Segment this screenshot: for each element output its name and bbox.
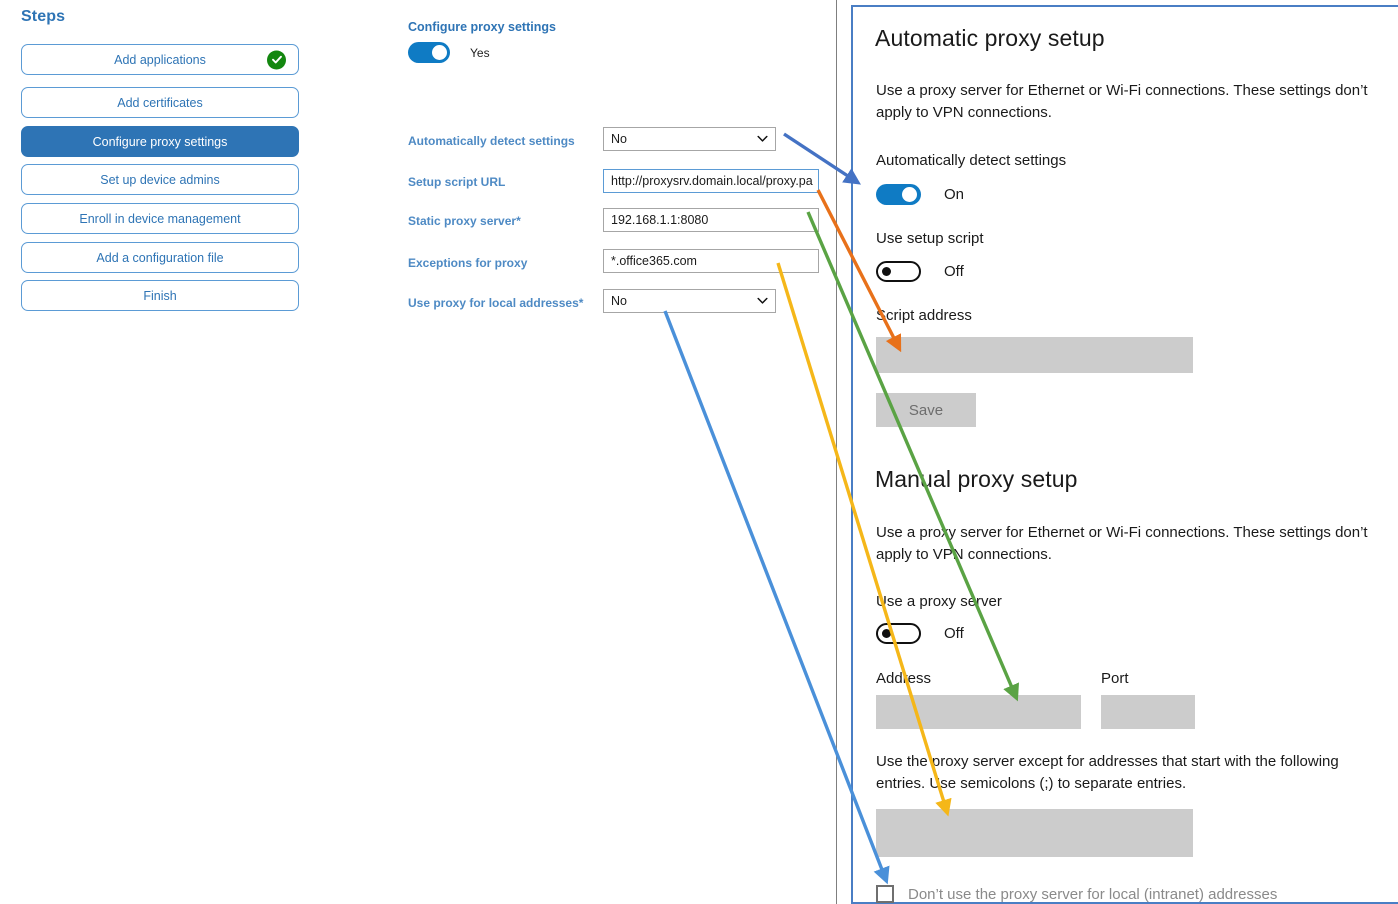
label-exceptions-for-proxy: Exceptions for proxy xyxy=(408,256,528,270)
form-title: Configure proxy settings xyxy=(408,20,556,34)
label-setup-script-url: Setup script URL xyxy=(408,175,506,189)
label-use-proxy-for-local-addresses: Use proxy for local addresses* xyxy=(408,296,584,310)
label-static-proxy-server: Static proxy server* xyxy=(408,214,521,228)
script-address-label: Script address xyxy=(876,307,972,324)
label-automatically-detect-settings: Automatically detect settings xyxy=(408,134,575,148)
chevron-down-icon xyxy=(757,134,768,145)
sidebar-item-configure-proxy-settings[interactable]: Configure proxy settings xyxy=(21,126,299,157)
use-a-proxy-server-toggle[interactable]: Off xyxy=(876,623,964,644)
sidebar-item-add-certificates[interactable]: Add certificates xyxy=(21,87,299,118)
input-value: *.office365.com xyxy=(611,254,697,268)
sidebar-item-label: Add certificates xyxy=(117,95,203,110)
sidebar-item-label: Set up device admins xyxy=(100,172,220,187)
select-use-proxy-for-local-addresses[interactable]: No xyxy=(603,289,776,313)
input-setup-script-url[interactable]: http://proxysrv.domain.local/proxy.pa xyxy=(603,169,819,193)
use-a-proxy-server-label: Use a proxy server xyxy=(876,593,1002,610)
automatic-proxy-setup-description: Use a proxy server for Ethernet or Wi-Fi… xyxy=(876,82,1368,121)
sidebar-item-label: Add applications xyxy=(114,52,206,67)
script-address-input[interactable] xyxy=(876,337,1193,373)
sidebar-item-set-up-device-admins[interactable]: Set up device admins xyxy=(21,164,299,195)
save-button[interactable]: Save xyxy=(876,393,976,427)
vertical-divider xyxy=(836,0,837,904)
exceptions-description: Use the proxy server except for addresse… xyxy=(876,753,1339,792)
toggle-state-label: Off xyxy=(944,263,964,280)
toggle-state-label: On xyxy=(944,186,965,203)
configure-proxy-toggle-value: Yes xyxy=(470,45,490,60)
manual-proxy-setup-heading: Manual proxy setup xyxy=(875,466,1078,492)
address-label: Address xyxy=(876,670,932,687)
exceptions-input[interactable] xyxy=(876,809,1193,857)
local-addresses-checkbox-row[interactable]: Don’t use the proxy server for local (in… xyxy=(876,885,1277,903)
input-static-proxy-server[interactable]: 192.168.1.1:8080 xyxy=(603,208,819,232)
chevron-down-icon xyxy=(757,296,768,307)
local-addresses-checkbox-label: Don’t use the proxy server for local (in… xyxy=(908,885,1278,903)
toggle-switch-on-icon[interactable] xyxy=(408,42,450,63)
port-label: Port xyxy=(1101,670,1129,687)
sidebar-item-label: Enroll in device management xyxy=(79,211,241,226)
proxy-form-panel: Configure proxy settings Yes Automatical… xyxy=(330,0,830,904)
windows-settings-panel: Automatic proxy setup Use a proxy server… xyxy=(853,7,1398,904)
sidebar-item-label: Finish xyxy=(143,288,177,303)
sidebar-item-add-a-configuration-file[interactable]: Add a configuration file xyxy=(21,242,299,273)
use-setup-script-toggle[interactable]: Off xyxy=(876,261,964,282)
sidebar-item-enroll-in-device-management[interactable]: Enroll in device management xyxy=(21,203,299,234)
checkbox-unchecked-icon[interactable] xyxy=(876,885,894,903)
select-value: No xyxy=(611,294,627,308)
address-input[interactable] xyxy=(876,695,1081,729)
toggle-state-label: Off xyxy=(944,625,964,642)
sidebar-item-finish[interactable]: Finish xyxy=(21,280,299,311)
toggle-switch-off-icon[interactable] xyxy=(876,261,921,282)
automatic-proxy-setup-heading: Automatic proxy setup xyxy=(875,25,1105,51)
toggle-switch-off-icon[interactable] xyxy=(876,623,921,644)
check-circle-icon xyxy=(267,50,286,69)
configure-proxy-toggle[interactable]: Yes xyxy=(408,42,490,63)
steps-title: Steps xyxy=(21,8,66,25)
input-value: 192.168.1.1:8080 xyxy=(611,213,709,227)
use-setup-script-label: Use setup script xyxy=(876,230,984,247)
select-value: No xyxy=(611,132,627,146)
sidebar-item-label: Add a configuration file xyxy=(96,250,224,265)
manual-proxy-setup-description: Use a proxy server for Ethernet or Wi-Fi… xyxy=(876,524,1368,563)
input-value: http://proxysrv.domain.local/proxy.pa xyxy=(611,174,813,188)
toggle-switch-on-icon[interactable] xyxy=(876,184,921,205)
port-input[interactable] xyxy=(1101,695,1195,729)
sidebar-item-add-applications[interactable]: Add applications xyxy=(21,44,299,75)
input-exceptions-for-proxy[interactable]: *.office365.com xyxy=(603,249,819,273)
sidebar-item-label: Configure proxy settings xyxy=(92,134,228,149)
steps-panel: Steps Add applications Add certificates … xyxy=(0,0,320,904)
automatically-detect-settings-label: Automatically detect settings xyxy=(876,152,1067,169)
automatically-detect-settings-toggle[interactable]: On xyxy=(876,184,964,205)
select-automatically-detect-settings[interactable]: No xyxy=(603,127,776,151)
